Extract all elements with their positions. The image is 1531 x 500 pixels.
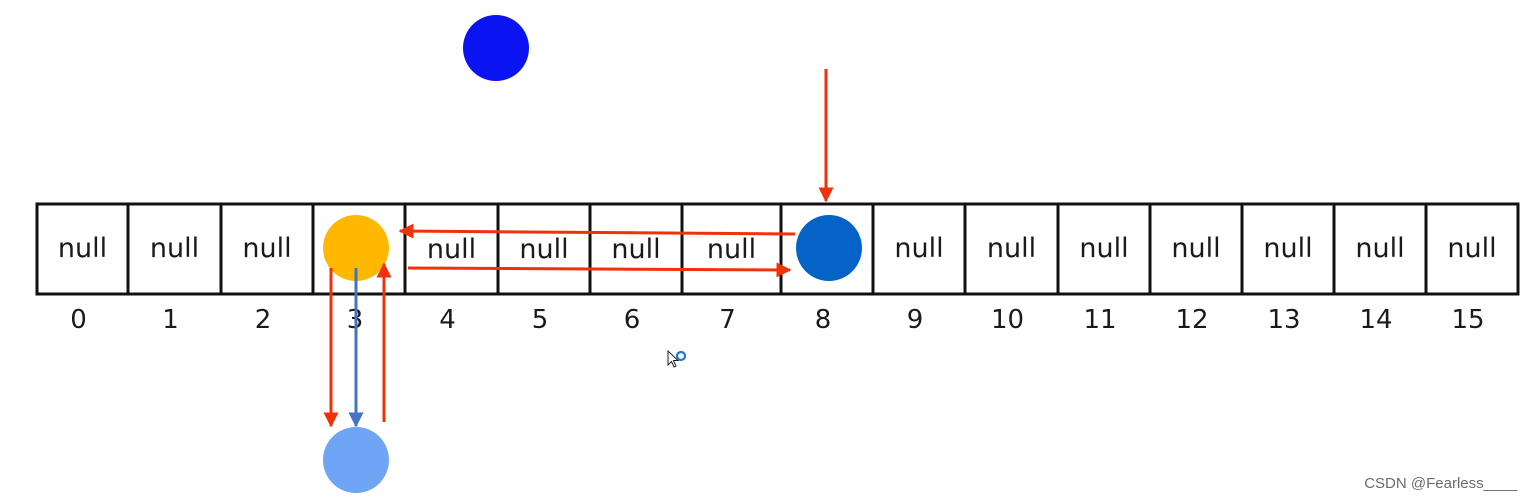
index-label-1: 1 <box>162 305 179 335</box>
cell-value-4: null <box>427 234 476 265</box>
index-label-2: 2 <box>255 305 272 335</box>
array-indices: 0123456789101112131415 <box>70 305 1484 335</box>
watermark: CSDN @Fearless____ <box>1364 475 1517 492</box>
index-label-12: 12 <box>1175 305 1208 335</box>
cell-value-13: null <box>1263 233 1312 264</box>
cell-value-1: null <box>150 233 199 264</box>
cell-value-7: null <box>707 234 756 265</box>
index-label-4: 4 <box>439 305 456 335</box>
cell-value-5: null <box>519 234 568 265</box>
dark-blue-node <box>796 215 862 281</box>
cell-value-2: null <box>242 233 291 264</box>
index-label-10: 10 <box>991 305 1024 335</box>
index-label-11: 11 <box>1083 305 1116 335</box>
index-label-6: 6 <box>624 305 641 335</box>
orange-node <box>323 215 389 281</box>
cell-value-15: null <box>1447 233 1496 264</box>
array-frame <box>35 202 1520 296</box>
array-cells: null null null null null null null null null null… <box>35 202 1520 296</box>
cell-value-6: null <box>611 234 660 265</box>
cell-value-0: null <box>58 233 107 264</box>
cell-value-12: null <box>1171 233 1220 264</box>
index-label-0: 0 <box>70 305 87 335</box>
cell-value-9: null <box>894 233 943 264</box>
cell-value-11: null <box>1079 233 1128 264</box>
cell-value-10: null <box>987 233 1036 264</box>
index-label-9: 9 <box>907 305 924 335</box>
cell-value-14: null <box>1355 233 1404 264</box>
blue-node <box>463 15 529 81</box>
index-label-8: 8 <box>815 305 832 335</box>
index-label-15: 15 <box>1451 305 1484 335</box>
arrow-slot-3-to-slot-8 <box>407 262 792 278</box>
index-label-7: 7 <box>719 305 736 335</box>
index-label-14: 14 <box>1359 305 1392 335</box>
pointer-busy-icon <box>667 349 689 378</box>
light-blue-node <box>323 427 389 493</box>
index-label-13: 13 <box>1267 305 1300 335</box>
index-label-5: 5 <box>532 305 549 335</box>
arrow-slot-8-to-slot-3 <box>398 223 796 239</box>
